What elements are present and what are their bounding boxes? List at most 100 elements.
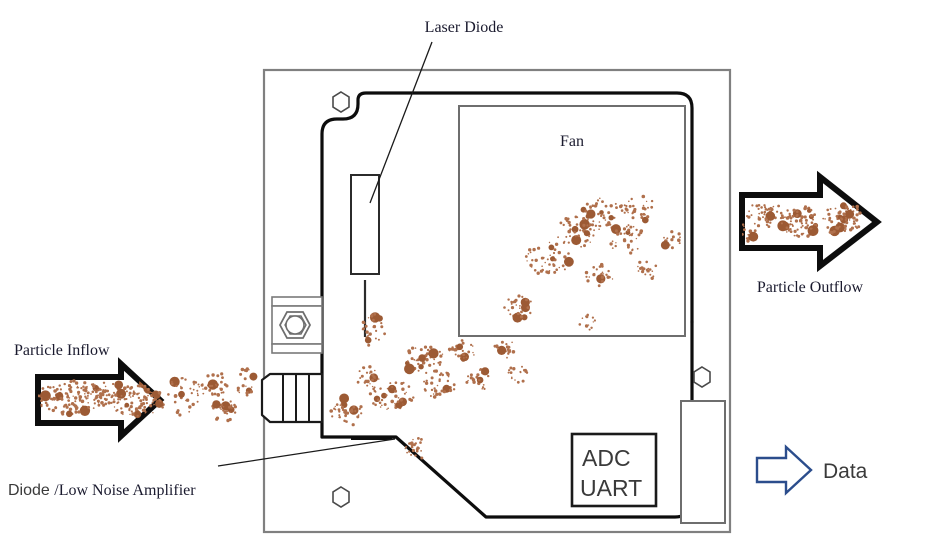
particle-dot	[417, 437, 420, 440]
particle-dot	[104, 385, 107, 388]
particle-dot	[410, 445, 414, 449]
particle-dot	[193, 383, 195, 386]
particle-dot	[855, 226, 859, 229]
particle-inflow-label: Particle Inflow	[14, 342, 110, 359]
particle-dot	[414, 442, 417, 445]
particle-dot	[419, 348, 423, 352]
particle-dot	[619, 204, 623, 209]
particle-dot	[222, 409, 225, 412]
particle-dot	[365, 330, 369, 334]
particle-dot	[370, 314, 374, 318]
particle-dot	[92, 385, 96, 389]
particle-dot	[631, 211, 635, 214]
particle-dot	[352, 405, 356, 409]
particle-dot	[200, 383, 204, 387]
particle-dot	[531, 259, 534, 262]
particle-dot	[439, 354, 443, 358]
particle-dot	[645, 260, 648, 264]
particle-dot	[598, 224, 602, 228]
particle-dot	[812, 218, 814, 221]
particle-dot	[793, 229, 797, 233]
particle-dot	[338, 414, 341, 417]
particle-dot	[465, 356, 468, 359]
particle-dot	[340, 405, 345, 410]
particle-dot	[592, 220, 595, 223]
particle-dot	[844, 218, 847, 221]
particle-dot	[757, 217, 762, 221]
particle-dot	[358, 407, 361, 410]
particle-dot	[441, 353, 444, 355]
particle-dot	[374, 390, 377, 393]
particle-dot	[389, 382, 392, 385]
particle-dot	[852, 216, 856, 220]
particle-dot	[193, 382, 195, 384]
particle-dot	[380, 325, 384, 329]
particle-dot	[796, 213, 799, 217]
particle-dot	[844, 228, 847, 230]
particle-dot	[119, 398, 122, 401]
particle-dot	[826, 226, 830, 229]
particle-dot	[159, 399, 162, 402]
particle-dot	[209, 384, 212, 388]
particle-dot	[592, 321, 594, 323]
particle-dot	[66, 395, 70, 399]
diode-amplifier-label: Diode /Low Noise Amplifier	[8, 482, 196, 499]
particle-dot	[586, 313, 589, 317]
particle-dot	[842, 212, 846, 216]
particle-dot	[175, 384, 178, 388]
particle-dot	[189, 387, 192, 390]
particle-dot	[376, 315, 383, 322]
particle-dot	[128, 407, 131, 410]
particle-dot	[793, 234, 796, 237]
particle-dot	[472, 377, 475, 380]
particle-dot	[212, 400, 221, 409]
particle-dot	[609, 242, 613, 246]
particle-dot	[608, 276, 611, 279]
particle-dot	[433, 387, 436, 390]
particle-dot	[497, 345, 507, 355]
particle-dot	[66, 410, 73, 418]
particle-dot	[512, 312, 523, 323]
particle-dot	[579, 229, 582, 232]
particle-dot	[614, 202, 617, 205]
particle-dot	[175, 410, 180, 415]
particle-dot	[441, 373, 445, 377]
particle-dot	[628, 200, 630, 203]
particle-dot	[563, 255, 567, 259]
particle-dot	[800, 222, 804, 225]
particle-dot	[220, 408, 222, 411]
particle-dot	[670, 238, 674, 242]
particle-dot	[219, 406, 222, 409]
particle-dot	[548, 241, 551, 244]
particle-dot	[625, 225, 628, 228]
particle-dot	[571, 235, 582, 246]
particle-dot	[445, 371, 448, 374]
particle-dot	[410, 453, 413, 456]
particle-dot	[472, 380, 476, 384]
particle-dot	[85, 397, 88, 400]
particle-dot	[124, 402, 130, 408]
particle-dot	[632, 225, 635, 228]
particle-dot	[367, 334, 369, 337]
particle-dot	[216, 374, 220, 378]
particle-dot	[592, 266, 595, 269]
particle-dot	[858, 211, 862, 215]
particle-dot	[748, 231, 759, 242]
particle-dot	[785, 226, 789, 229]
particle-dot	[456, 343, 464, 351]
particle-dot	[161, 406, 164, 409]
particle-dot	[589, 206, 592, 209]
particle-dot	[546, 258, 549, 261]
particle-dot	[379, 388, 382, 390]
particle-dot	[411, 346, 415, 350]
particle-dot	[120, 394, 123, 397]
particle-dot	[777, 204, 780, 208]
particle-dot	[130, 410, 133, 413]
particle-dot	[434, 389, 438, 393]
particle-dot	[824, 218, 826, 220]
particle-dot	[548, 244, 555, 251]
particle-dot	[169, 376, 180, 387]
particle-dot	[188, 410, 191, 413]
particle-dot	[641, 270, 645, 274]
